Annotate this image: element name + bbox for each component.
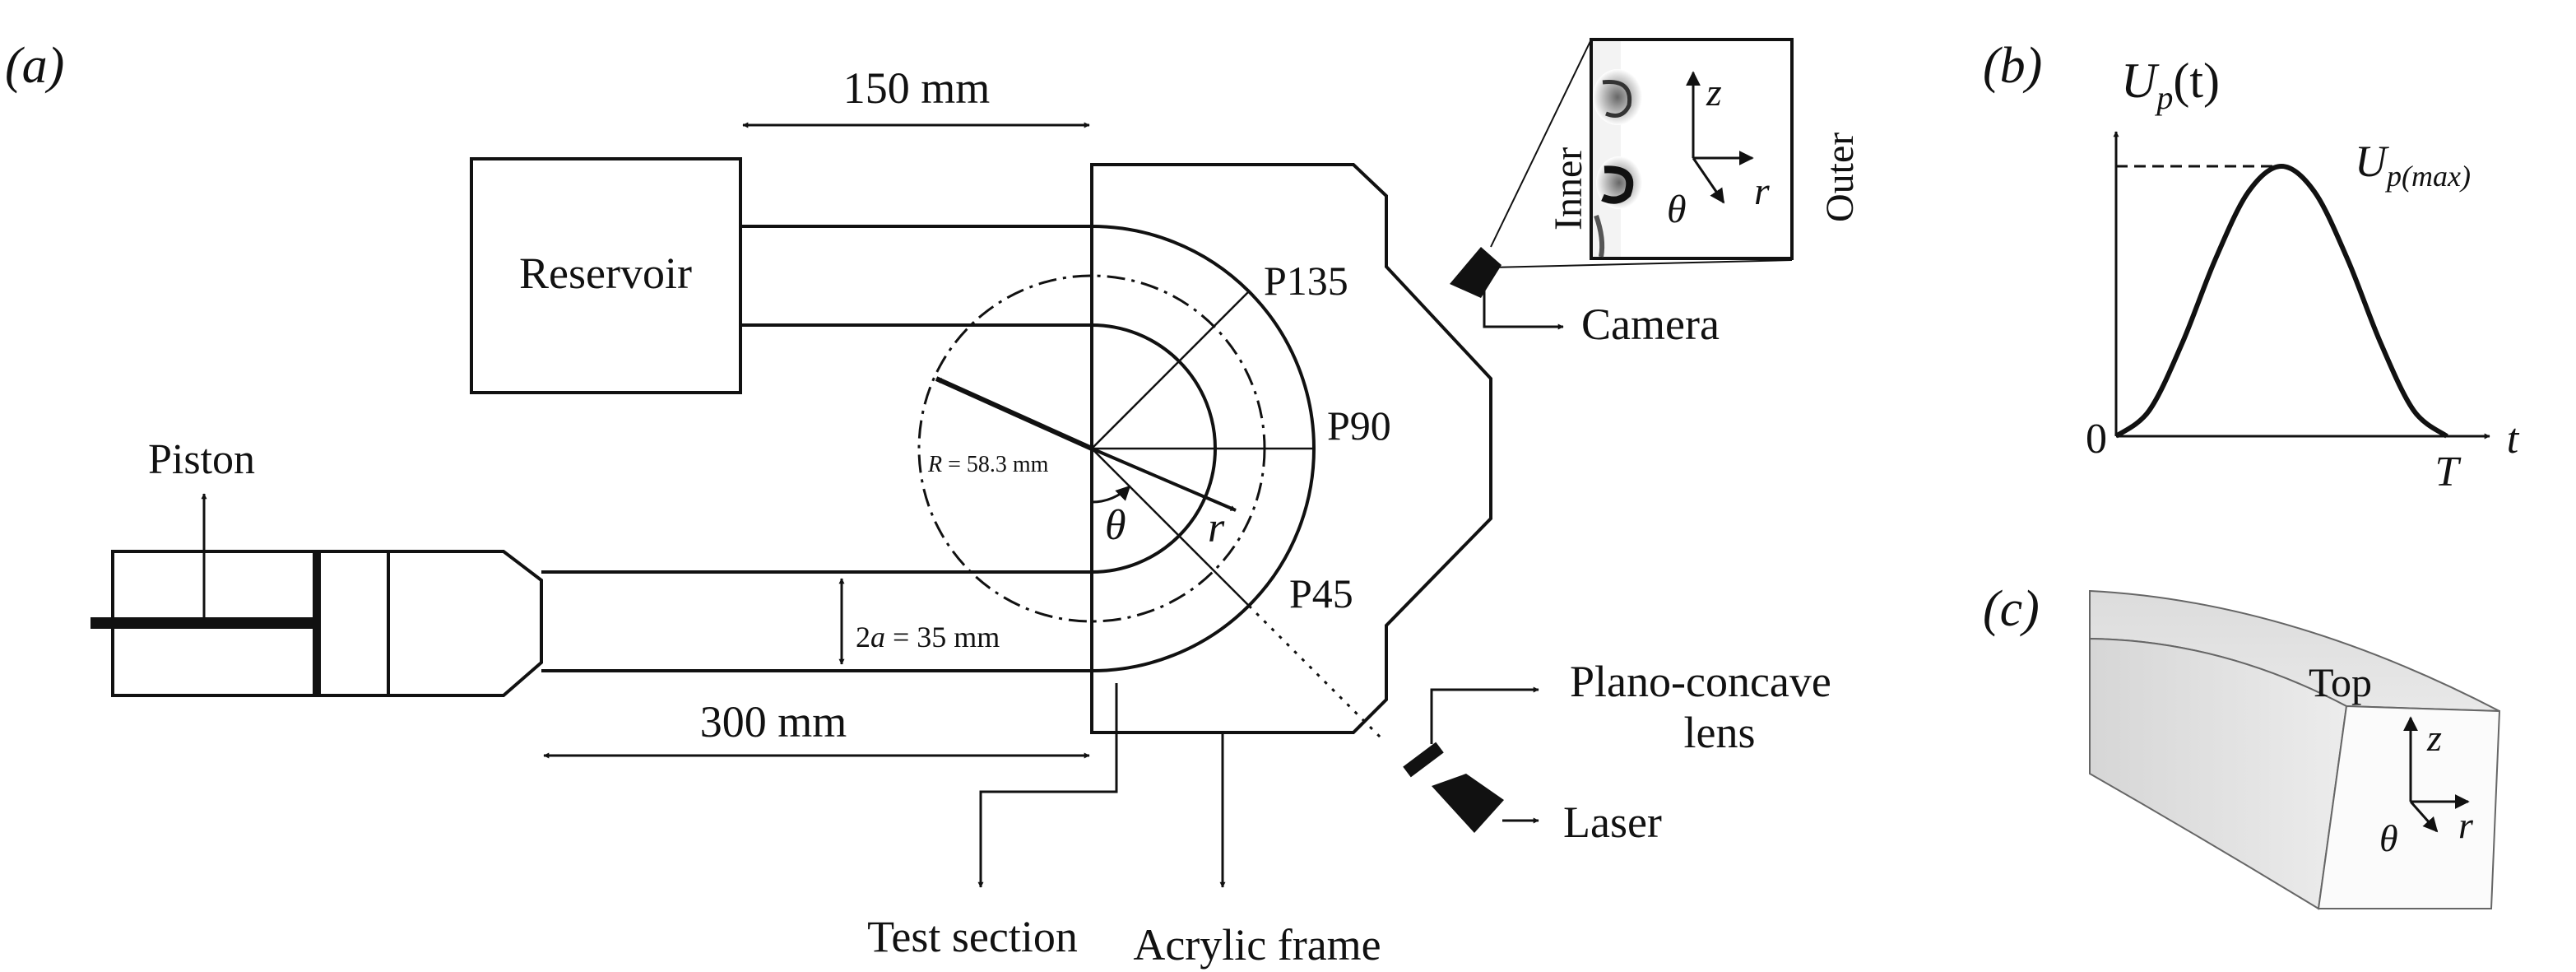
radius-label: R = 58.3 mm [927, 452, 1049, 477]
section-top-label: Top [2309, 659, 2372, 705]
station-label-p45: P45 [1289, 570, 1353, 616]
station-label-p90: P90 [1327, 402, 1391, 449]
theta-arc [1091, 485, 1131, 504]
camera-view-line-upper [1490, 39, 1592, 248]
camera-pointer [1483, 280, 1564, 330]
camera-icon [1450, 247, 1502, 298]
lens-label-line2: lens [1684, 708, 1756, 757]
inset-z-symbol: z [1706, 71, 1722, 114]
inset-theta-symbol: θ [1667, 188, 1687, 231]
chart-series-layer [2114, 163, 2448, 439]
reservoir [470, 157, 742, 394]
chart-x-axis-label: t [2507, 416, 2520, 463]
vortex-visualization [1593, 69, 1642, 258]
max-velocity-label: Up(max) [2355, 137, 2471, 193]
laser-sheet-path [1247, 604, 1384, 741]
inset-r-symbol: r [1754, 170, 1770, 213]
reservoir-label: Reservoir [519, 249, 692, 298]
theta-symbol: θ [1105, 502, 1126, 549]
section-theta-axis [2409, 801, 2439, 833]
inset-theta-axis [1692, 157, 1725, 204]
radius-arrow [935, 376, 1093, 451]
acrylic-frame [1090, 163, 1492, 734]
r-symbol: r [1208, 505, 1225, 551]
velocity-curve-series-0 [2114, 163, 2448, 439]
section-r-symbol: r [2458, 804, 2474, 846]
piston-label: Piston [148, 436, 255, 483]
section-theta-symbol: θ [2379, 817, 2398, 859]
panel-label-b: (b) [1983, 38, 2042, 94]
reservoir-offset-label: 150 mm [843, 63, 991, 113]
section-z-symbol: z [2426, 717, 2442, 759]
plano-concave-lens [1403, 742, 1444, 778]
camera-view-line-lower [1490, 259, 1793, 268]
camera-label: Camera [1581, 300, 1720, 349]
section-end-face [2317, 705, 2501, 909]
station-label-p135: P135 [1264, 258, 1348, 304]
chart-y-axis-label: Up(t) [2121, 53, 2220, 116]
lens-pointer [1430, 686, 1539, 744]
lens-label-line1: Plano-concave [1570, 657, 1831, 706]
station-line-p45 [1091, 448, 1250, 607]
station-line-p135 [1091, 291, 1250, 449]
inset-outer-label: Outer [1818, 133, 1862, 222]
r-direction-arrow [1091, 447, 1237, 512]
test-section-pointer [977, 683, 1118, 888]
acrylic-frame-label: Acrylic frame [1133, 920, 1381, 970]
chart-origin-tick: 0 [2086, 416, 2107, 463]
inlet-length-label: 300 mm [700, 697, 847, 746]
inset-inner-label: Inner [1547, 147, 1590, 230]
pipe-cross-section: Top z r θ [2089, 589, 2501, 910]
laser-icon [1432, 774, 1504, 833]
panel-label-a: (a) [5, 38, 64, 94]
laser-label: Laser [1563, 798, 1662, 847]
test-section-label: Test section [867, 912, 1078, 961]
chart-period-tick: T [2435, 449, 2462, 495]
velocity-chart: Up(t) Up(max) 0 T t [2086, 53, 2520, 495]
panel-label-c: (c) [1983, 581, 2040, 637]
diameter-label: 2a = 35 mm [856, 621, 1000, 653]
piston-cylinder [111, 550, 543, 697]
